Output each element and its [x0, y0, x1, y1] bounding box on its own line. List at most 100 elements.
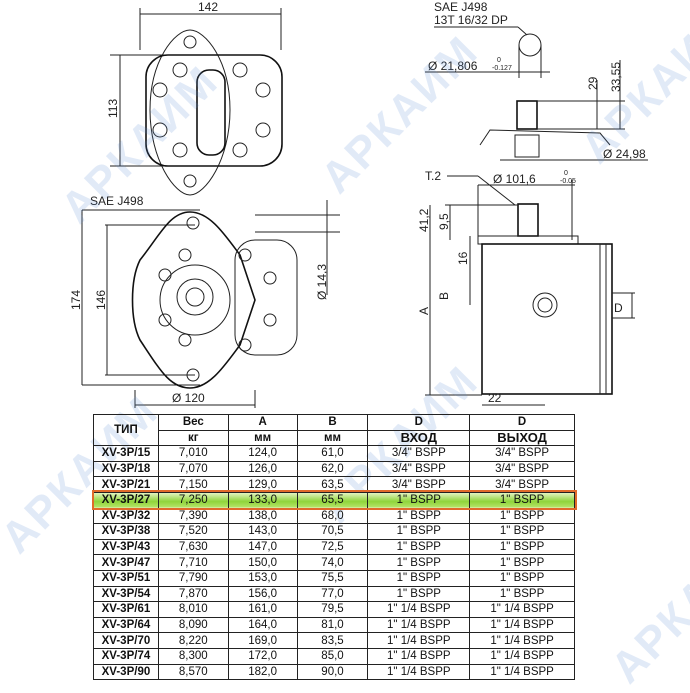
cell-a: 150,0 [227, 554, 298, 571]
cell-weight: 7,390 [157, 507, 229, 525]
cell-a: 182,0 [227, 663, 298, 681]
cell-type: XV-3P/21 [93, 476, 159, 493]
cell-b: 77,0 [296, 585, 369, 603]
cell-type: XV-3P/43 [93, 538, 159, 556]
cell-d-outlet: 1" 1/4 BSPP [469, 616, 575, 634]
cell-type: XV-3P/90 [93, 663, 159, 681]
cell-type: XV-3P/70 [93, 632, 159, 649]
header-d-out: D [469, 414, 575, 431]
cell-weight: 8,570 [157, 663, 229, 681]
cell-d-inlet: 1" 1/4 BSPP [367, 632, 471, 649]
cell-weight: 8,090 [157, 616, 229, 634]
cell-d-inlet: 3/4" BSPP [367, 460, 471, 478]
cell-weight: 7,250 [157, 491, 229, 509]
dim-A: A [417, 307, 431, 315]
cell-b: 90,0 [296, 663, 369, 681]
dim-16: 16 [456, 251, 470, 265]
cell-type: XV-3P/64 [93, 616, 159, 634]
cell-d-outlet: 1" BSPP [469, 554, 575, 571]
spline-tol-lower: -0.127 [492, 65, 512, 72]
cell-b: 63,5 [296, 476, 369, 493]
label-inlet: ВХОД [367, 429, 471, 447]
cell-type: XV-3P/61 [93, 601, 159, 618]
cell-d-outlet: 1" 1/4 BSPP [469, 632, 575, 649]
cell-d-outlet: 3/4" BSPP [469, 476, 575, 493]
cell-a: 172,0 [227, 647, 298, 665]
cell-d-inlet: 1" 1/4 BSPP [367, 601, 471, 618]
cell-d-inlet: 1" 1/4 BSPP [367, 663, 471, 681]
bore-dia: Ø 24,98 [603, 147, 646, 161]
dim-146: 146 [94, 290, 108, 310]
dim-33-55: 33,55 [609, 62, 623, 92]
cell-d-outlet: 1" BSPP [469, 585, 575, 603]
dim-dia-120: Ø 120 [172, 391, 205, 405]
cell-type: XV-3P/54 [93, 585, 159, 603]
header-a: A [227, 414, 298, 431]
cell-type: XV-3P/32 [93, 507, 159, 525]
shaft-spline: 13T 16/32 DP [434, 13, 508, 27]
cell-b: 62,0 [296, 460, 369, 478]
cell-b: 83,5 [296, 632, 369, 649]
header-b: B [296, 414, 369, 431]
cell-weight: 7,790 [157, 569, 229, 587]
dim-113: 113 [106, 99, 120, 118]
spline-tol-upper: 0 [497, 57, 501, 64]
cell-d-inlet: 3/4" BSPP [367, 445, 471, 462]
cell-d-inlet: 1" BSPP [367, 538, 471, 556]
cell-b: 68,0 [296, 507, 369, 525]
header-type: ТИП [93, 413, 159, 447]
side-view: T.2 Ø 101,6 0 -0.05 41,2 9,5 16 A B D 22 [417, 169, 635, 406]
front-standard: SAE J498 [90, 194, 144, 208]
cell-d-inlet: 1" BSPP [367, 585, 471, 603]
cell-d-outlet: 1" BSPP [469, 569, 575, 587]
dim-9-5: 9,5 [437, 213, 451, 230]
spline-dia: Ø 21,806 [428, 59, 478, 73]
cell-a: 138,0 [227, 507, 298, 525]
cell-b: 75,5 [296, 569, 369, 587]
dim-142: 142 [198, 0, 218, 14]
cell-d-outlet: 1" BSPP [469, 538, 575, 556]
cell-a: 129,0 [227, 476, 298, 493]
side-pilot-dia: Ø 101,6 [493, 172, 536, 186]
unit-kg: кг [157, 429, 229, 447]
dim-D: D [614, 301, 623, 315]
unit-mm-b: мм [296, 429, 369, 447]
cell-a: 169,0 [227, 632, 298, 649]
cell-d-outlet: 3/4" BSPP [469, 460, 575, 478]
cell-type: XV-3P/38 [93, 523, 159, 540]
cell-type: XV-3P/27 [93, 491, 159, 509]
cell-d-inlet: 1" BSPP [367, 507, 471, 525]
cell-d-outlet: 1" BSPP [469, 507, 575, 525]
header-d-in: D [367, 414, 471, 431]
dim-dia-14-3: Ø 14,3 [315, 264, 329, 300]
cell-a: 156,0 [227, 585, 298, 603]
cell-b: 65,5 [296, 491, 369, 509]
label-outlet: ВЫХОД [469, 429, 575, 447]
cell-weight: 8,220 [157, 632, 229, 649]
cell-type: XV-3P/74 [93, 647, 159, 665]
cell-a: 126,0 [227, 460, 298, 478]
cell-b: 70,5 [296, 523, 369, 540]
cell-d-outlet: 3/4" BSPP [469, 445, 575, 462]
cell-d-inlet: 3/4" BSPP [367, 476, 471, 493]
shaft-detail: SAE J498 13T 16/32 DP Ø 21,806 0 -0.127 … [425, 0, 648, 161]
cell-a: 124,0 [227, 445, 298, 462]
cell-d-outlet: 1" 1/4 BSPP [469, 663, 575, 681]
cell-d-outlet: 1" BSPP [469, 491, 575, 509]
cell-type: XV-3P/51 [93, 569, 159, 587]
cell-type: XV-3P/15 [93, 445, 159, 462]
cell-type: XV-3P/47 [93, 554, 159, 571]
cell-weight: 7,520 [157, 523, 229, 540]
cell-d-inlet: 1" BSPP [367, 523, 471, 540]
cell-b: 85,0 [296, 647, 369, 665]
cell-d-outlet: 1" 1/4 BSPP [469, 601, 575, 618]
shaft-standard: SAE J498 [434, 0, 488, 14]
cell-weight: 7,630 [157, 538, 229, 556]
